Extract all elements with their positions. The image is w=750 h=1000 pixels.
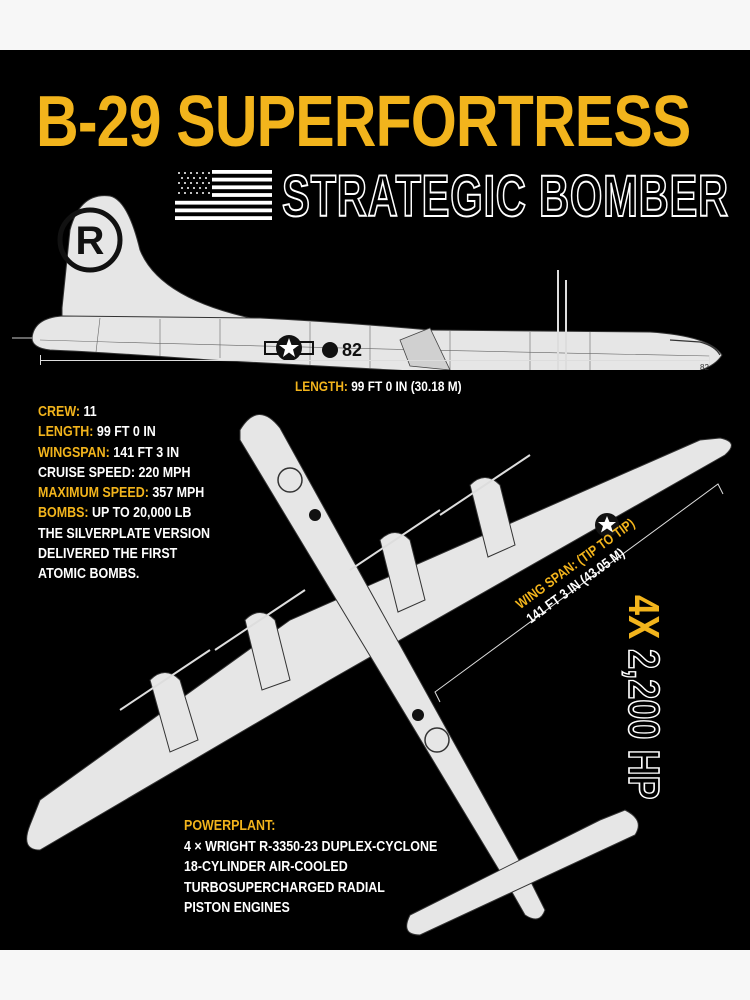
b29-top-view-illustration xyxy=(26,414,732,936)
spec-note-1: THE SILVERPLATE VERSION xyxy=(38,525,211,542)
b29-side-view-illustration: R 82 82 xyxy=(12,195,723,370)
powerplant-line: PISTON ENGINES xyxy=(184,900,290,916)
us-flag-icon xyxy=(175,170,272,220)
specs-list: CREW: 11 LENGTH: 99 FT 0 IN WINGSPAN: 14… xyxy=(38,402,210,585)
poster-title: B-29 SUPERFORTRESS xyxy=(36,82,691,162)
horsepower-caption: 4X 2,200 HP xyxy=(618,595,668,800)
spec-length: LENGTH: 99 FT 0 IN xyxy=(38,424,156,441)
spec-note-3: ATOMIC BOMBS. xyxy=(38,566,140,583)
fuselage-number: 82 xyxy=(342,340,362,360)
spec-max-speed: MAXIMUM SPEED: 357 MPH xyxy=(38,485,205,502)
powerplant-line: TURBOSUPERCHARGED RADIAL xyxy=(184,879,385,896)
length-caption: LENGTH: 99 FT 0 IN (30.18 M) xyxy=(295,378,462,394)
powerplant-line: 4 × WRIGHT R-3350-23 DUPLEX-CYCLONE xyxy=(184,838,438,855)
spec-bombs: BOMBS: UP TO 20,000 LB xyxy=(38,505,192,522)
powerplant-line: 18-CYLINDER AIR-COOLED xyxy=(184,859,348,875)
spec-note-2: DELIVERED THE FIRST xyxy=(38,546,178,563)
powerplant-label: POWERPLANT: xyxy=(184,818,276,834)
spec-crew: CREW: 11 xyxy=(38,404,97,420)
powerplant-block: POWERPLANT: 4 × WRIGHT R-3350-23 DUPLEX-… xyxy=(184,816,437,919)
nose-number: 82 xyxy=(700,363,709,370)
spec-cruise-speed: CRUISE SPEED: 220 MPH xyxy=(38,464,191,481)
length-dimension-line xyxy=(40,355,710,365)
poster-subtitle: STRATEGIC BOMBER xyxy=(281,164,729,229)
poster: B-29 SUPERFORTRESS STRATEGIC BOMBER xyxy=(0,50,750,950)
spec-wingspan: WINGSPAN: 141 FT 3 IN xyxy=(38,444,180,461)
tail-marking: R xyxy=(76,219,105,263)
